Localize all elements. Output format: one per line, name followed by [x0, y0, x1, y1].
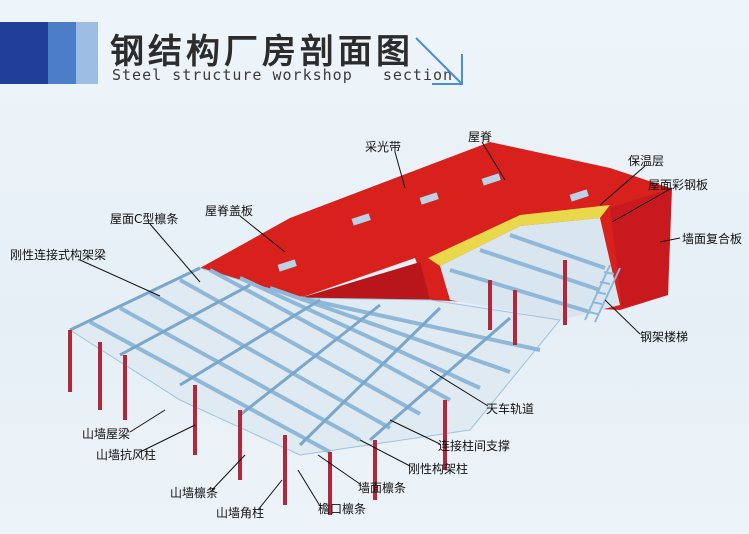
label-ridge-cover: 屋脊盖板 — [205, 204, 254, 218]
label-rigid-beam: 刚性连接式构架梁 — [10, 248, 107, 262]
label-gable-purlin: 山墙檩条 — [170, 486, 219, 500]
label-skylight: 采光带 — [365, 140, 402, 154]
label-gable-beam: 山墙屋梁 — [82, 427, 131, 441]
label-gable-corner-column: 山墙角柱 — [216, 506, 265, 520]
arrow-down-right-icon — [415, 37, 463, 85]
label-roof-panel: 屋面彩钢板 — [648, 178, 709, 192]
skylight-panel — [419, 192, 439, 205]
label-roof-purlin: 屋面C型檩条 — [110, 212, 179, 226]
page-title: 钢结构厂房剖面图 — [110, 32, 414, 72]
header-block-dark — [0, 22, 48, 84]
label-ridge: 屋脊 — [468, 130, 493, 144]
label-wall-purlin: 墙面檩条 — [358, 481, 407, 495]
label-gable-wind-column: 山墙抗风柱 — [96, 448, 157, 462]
leader-lines — [79, 141, 681, 511]
skylight-panel — [351, 213, 371, 226]
header-block-mid — [48, 22, 76, 84]
label-wall-panel: 墙面复合板 — [682, 232, 743, 246]
label-insulation: 保温层 — [628, 154, 665, 168]
skylight-panel — [481, 173, 501, 186]
interior-cutaway — [440, 218, 620, 320]
insulation-layer — [428, 205, 610, 266]
steel-stair — [584, 264, 621, 323]
end-wall — [610, 188, 672, 308]
steel-rafters — [69, 266, 511, 447]
columns — [68, 260, 567, 515]
label-column-brace: 连接柱间支撑 — [438, 439, 511, 453]
header: 钢结构厂房剖面图 Steel structure workshop sectio… — [0, 0, 749, 100]
page-subtitle: Steel structure workshop section — [112, 66, 454, 84]
label-crane-rail: 天车轨道 — [486, 402, 535, 416]
skylight-panel — [277, 259, 297, 272]
label-rigid-column: 刚性构架柱 — [408, 462, 469, 476]
roof-front-face — [300, 262, 430, 300]
label-steel-stair: 钢架楼梯 — [640, 330, 689, 344]
skylight-panel — [569, 189, 589, 202]
header-block-light — [76, 22, 98, 84]
label-eave-purlin: 檐口檩条 — [318, 502, 367, 516]
